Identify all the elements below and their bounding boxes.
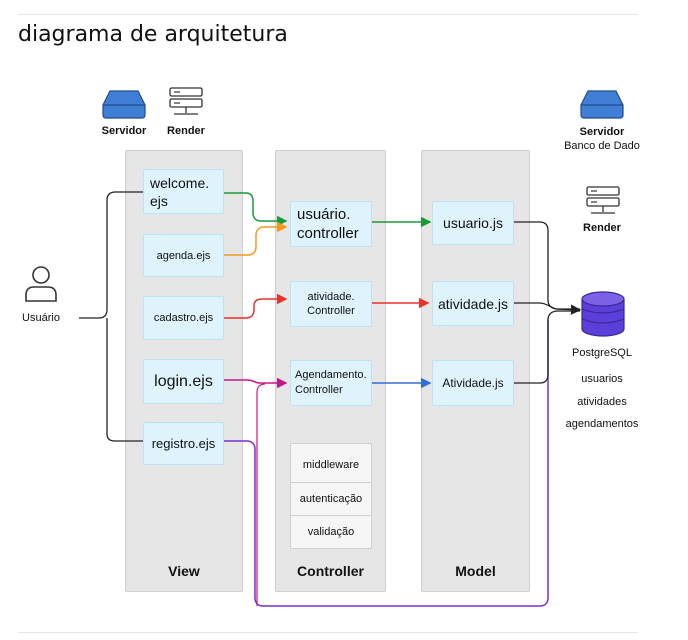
view-cadastro-ejs[interactable]: cadastro.ejs [143, 296, 224, 340]
wire-atividade-model-to-db [514, 302, 582, 315]
view-agenda-ejs[interactable]: agenda.ejs [143, 234, 224, 277]
database-table-agendamentos: agendamentos [565, 418, 639, 430]
wire-agenda-magenta [256, 383, 266, 606]
view-login-ejs[interactable]: login.ejs [143, 359, 224, 404]
validacao-item[interactable]: validação [307, 525, 355, 538]
model-usuario-js[interactable]: usuario.js [432, 201, 514, 245]
wire-Atividade-model-to-db [514, 310, 580, 384]
render-label-left: Render [167, 125, 205, 137]
user-bracket-line [79, 191, 143, 319]
user-bracket-line [106, 318, 143, 442]
bottom-divider [18, 632, 638, 633]
wire-agenda-to-usuario-controller [224, 221, 288, 256]
atividade-controller[interactable]: atividade. Controller [290, 281, 372, 327]
database-server-label-line1: Servidor [579, 126, 625, 138]
page-title: diagrama de arquitetura [18, 22, 288, 47]
middleware-divider [291, 482, 371, 483]
wire-cadastro-to-atividade-controller [224, 293, 288, 319]
user-label: Usuário [22, 312, 60, 324]
wire-login-to-agendamento-controller [224, 377, 288, 389]
user-icon [25, 266, 57, 302]
usuario-controller[interactable]: usuário. controller [290, 201, 372, 247]
view-registro-ejs[interactable]: registro.ejs [143, 422, 224, 465]
database-server-icon [580, 90, 624, 119]
view-welcome-ejs[interactable]: welcome. ejs [143, 169, 224, 214]
middleware-stack: middleware autenticação validação [290, 443, 372, 549]
render-icon [169, 87, 203, 115]
model-Atividade-js[interactable]: Atividade.js [432, 360, 514, 406]
wire-welcome-to-usuario-controller [224, 192, 288, 227]
server-icon [102, 90, 146, 119]
database-server-label: Servidor Banco de Dado [552, 125, 652, 153]
database-name: PostgreSQL [572, 347, 632, 359]
agendamento-controller[interactable]: Agendamento. Controller [290, 360, 372, 406]
top-divider [18, 14, 638, 15]
wire-usuario-model-to-db [514, 221, 580, 310]
database-table-usuarios: usuarios [581, 373, 623, 385]
view-column-label: View [168, 563, 200, 579]
model-atividade-js[interactable]: atividade.js [432, 281, 514, 326]
render-icon-right [586, 186, 620, 214]
render-label-right: Render [583, 222, 621, 234]
model-column-label: Model [455, 563, 496, 579]
database-server-label-line2: Banco de Dado [564, 140, 640, 152]
server-label: Servidor [101, 125, 147, 137]
autenticacao-item[interactable]: autenticação [299, 492, 363, 505]
middleware-item[interactable]: middleware [302, 458, 360, 471]
database-icon [581, 291, 625, 337]
database-table-atividades: atividades [577, 396, 627, 408]
controller-column-label: Controller [297, 563, 364, 579]
middleware-divider [291, 515, 371, 516]
